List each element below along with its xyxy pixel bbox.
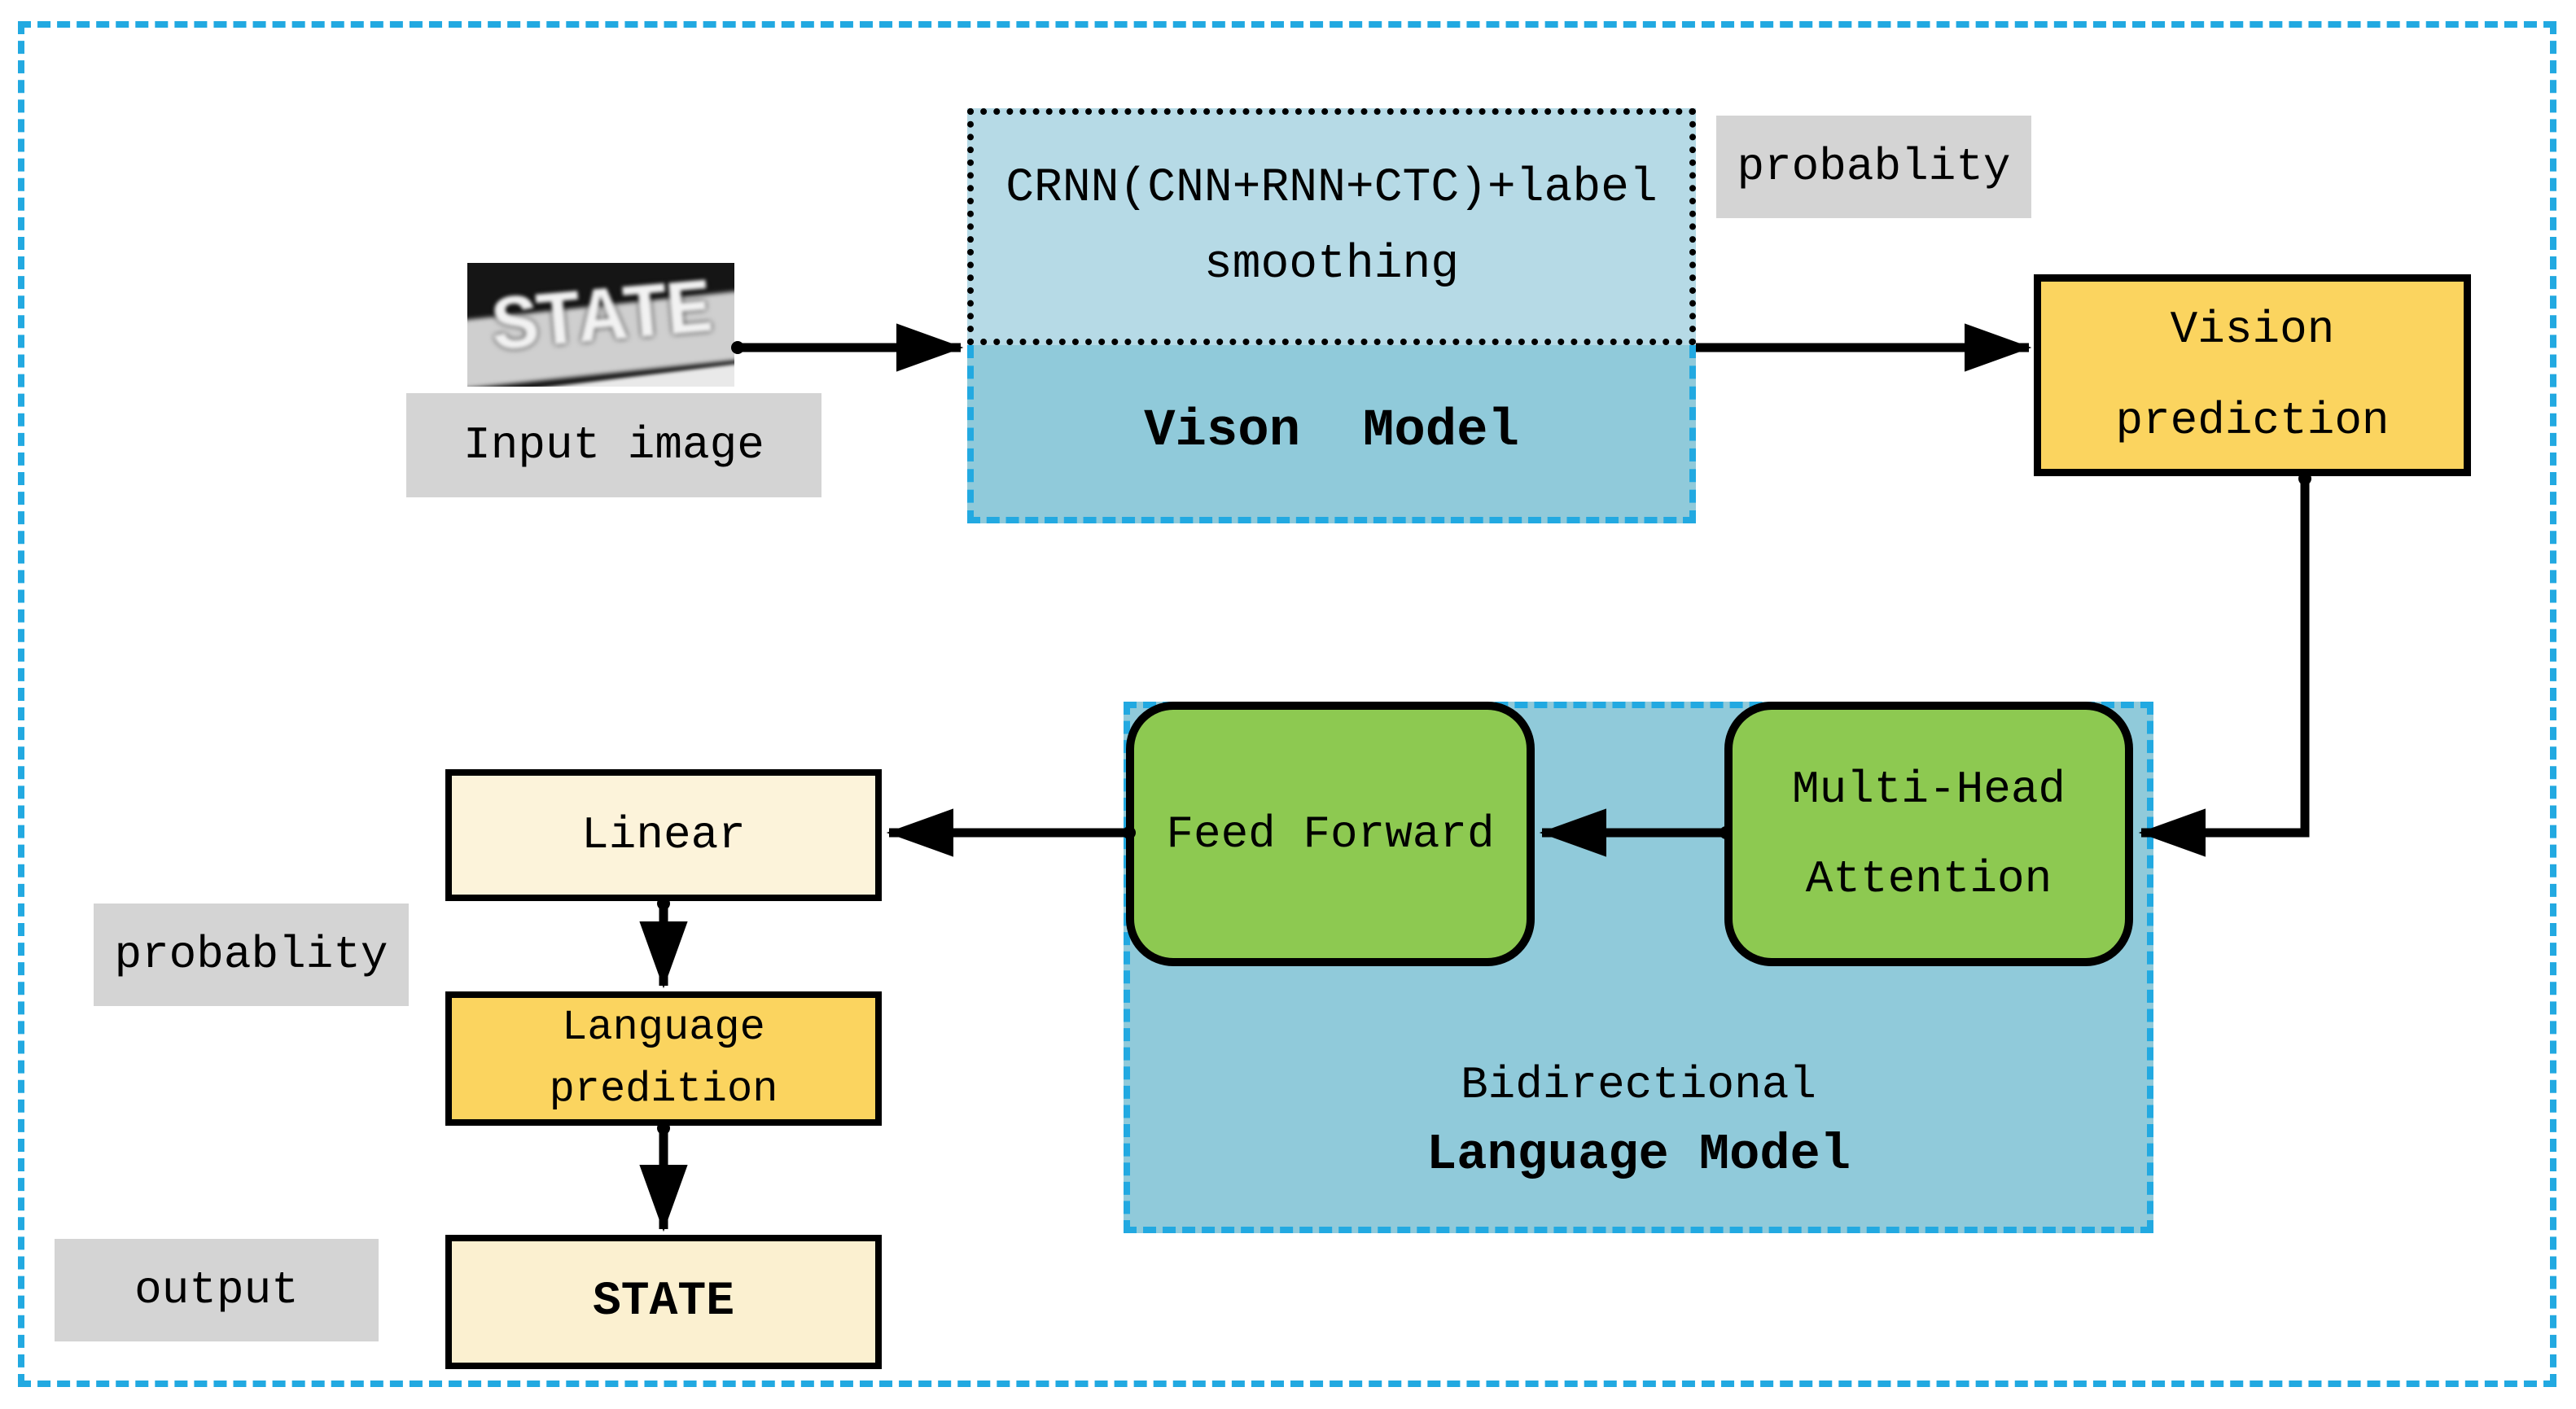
language-prediction-line1: Language [562, 1003, 765, 1052]
crnn-box: CRNN(CNN+RNN+CTC)+label smoothing [967, 108, 1696, 345]
vision-model-group: CRNN(CNN+RNN+CTC)+label smoothing Vison … [967, 108, 1696, 523]
state-output-text: STATE [592, 1276, 735, 1328]
caption-bidirectional: Bidirectional [1461, 1059, 1816, 1111]
probability-label-top: probablity [1716, 116, 2031, 218]
linear-box: Linear [445, 769, 882, 901]
input-photo: STATE [467, 263, 734, 387]
vision-prediction-box: Vision prediction [2034, 274, 2471, 476]
caption-language-model: Language Model [1426, 1126, 1851, 1184]
feed-forward-box: Feed Forward [1126, 702, 1535, 966]
multi-head-line1: Multi-Head [1791, 763, 2066, 816]
vision-prediction-line1: Vision [2170, 304, 2335, 356]
input-image-label: Input image [406, 393, 821, 497]
crnn-line1: CRNN(CNN+RNN+CTC)+label [1005, 161, 1658, 215]
vision-model-title-box: Vison Model [967, 345, 1696, 523]
feed-forward-label: Feed Forward [1166, 807, 1495, 860]
outer-dashed-frame [18, 21, 2556, 1387]
multi-head-attention-box: Multi-Head Attention [1724, 702, 2133, 966]
language-model-caption: Bidirectional Language Model [1130, 1050, 2147, 1190]
linear-label: Linear [581, 809, 746, 861]
multi-head-line2: Attention [1805, 852, 2052, 905]
photo-state-text: STATE [488, 265, 714, 374]
state-output-box: STATE [445, 1235, 882, 1369]
language-prediction-box: Language predition [445, 991, 882, 1126]
vision-prediction-line2: prediction [2115, 395, 2390, 447]
crnn-line2: smoothing [1203, 238, 1460, 291]
output-label: output [55, 1239, 379, 1341]
probability-label-bottom: probablity [94, 904, 409, 1006]
vision-model-title: Vison Model [1144, 401, 1519, 461]
language-prediction-line2: predition [549, 1065, 778, 1114]
